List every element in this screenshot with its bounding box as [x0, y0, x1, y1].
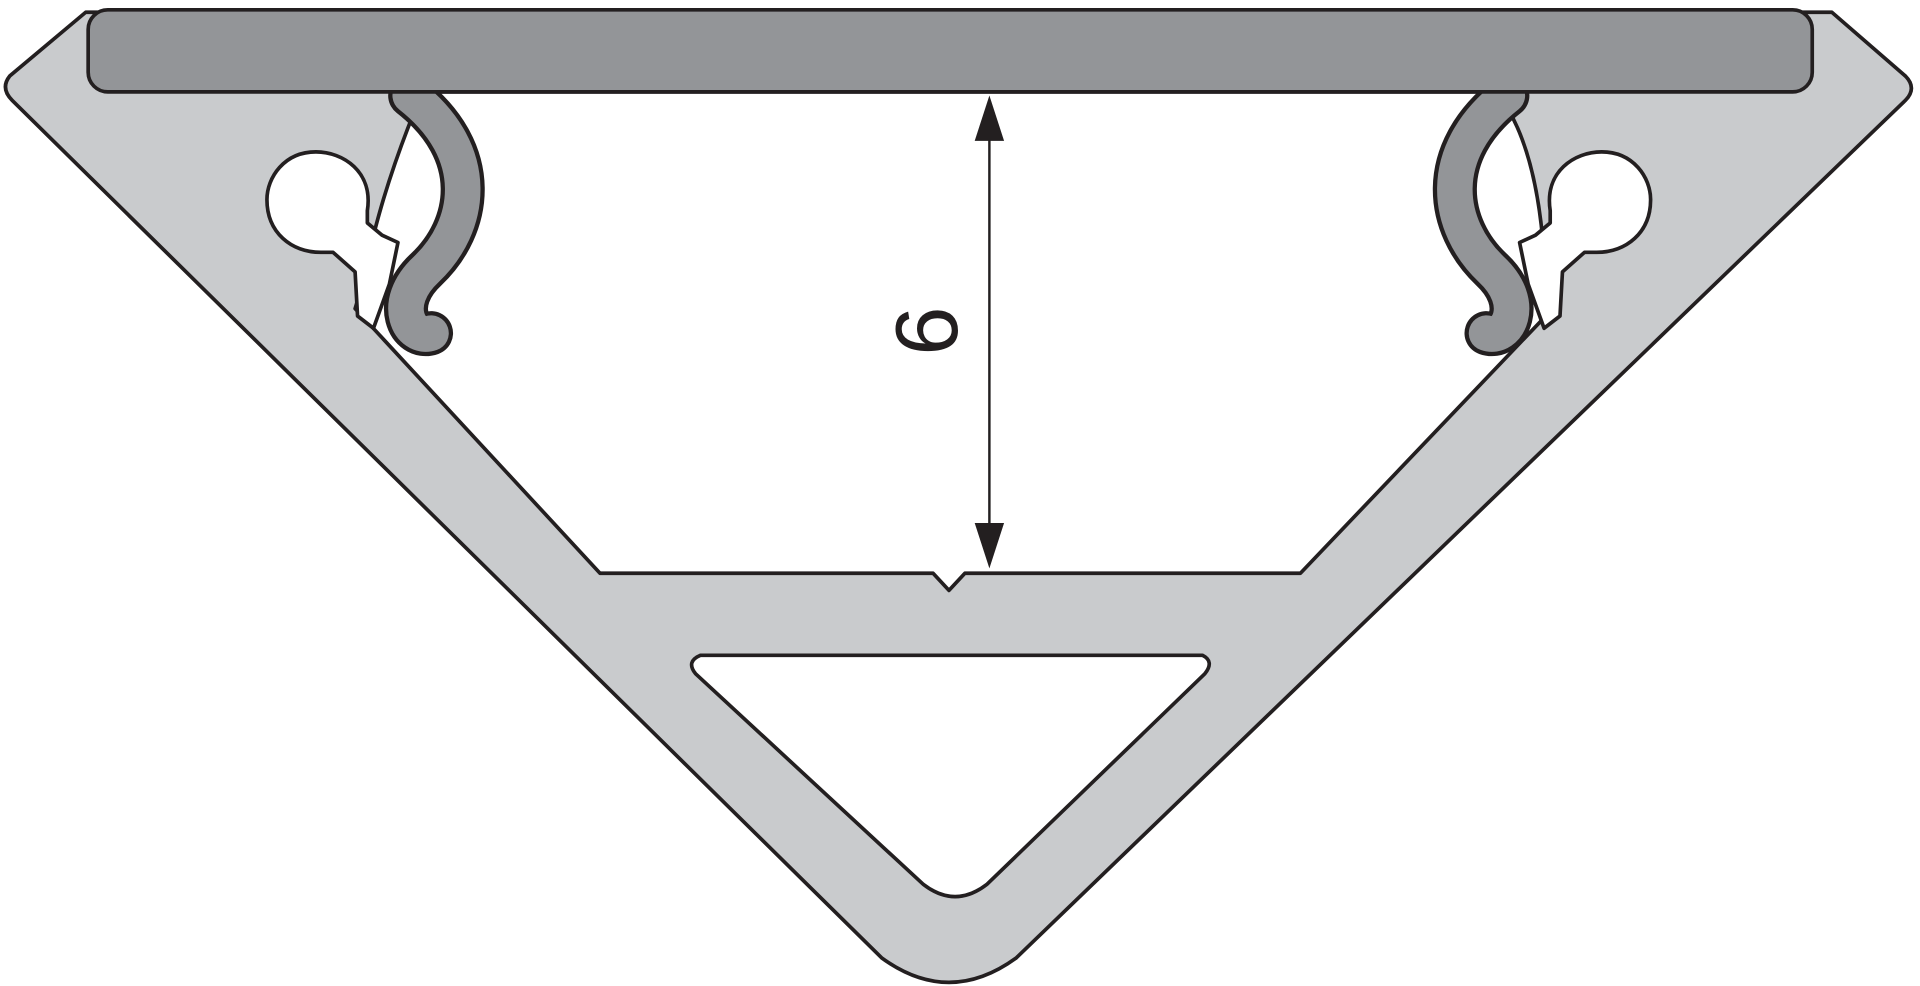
lower-cavity: [689, 653, 1212, 899]
led-channel: [353, 90, 1557, 593]
diffuser-cover: [86, 7, 1815, 94]
screw-channel-left: [265, 150, 400, 331]
cover-clip-left: [384, 73, 485, 356]
arrowhead-bottom-icon: [974, 523, 1005, 569]
cover-clip-right: [1432, 73, 1534, 356]
dimension-label: 9: [877, 306, 976, 355]
screw-channel-right: [1517, 150, 1653, 331]
height-dimension: 9: [877, 95, 1005, 569]
arrowhead-top-icon: [974, 95, 1005, 141]
